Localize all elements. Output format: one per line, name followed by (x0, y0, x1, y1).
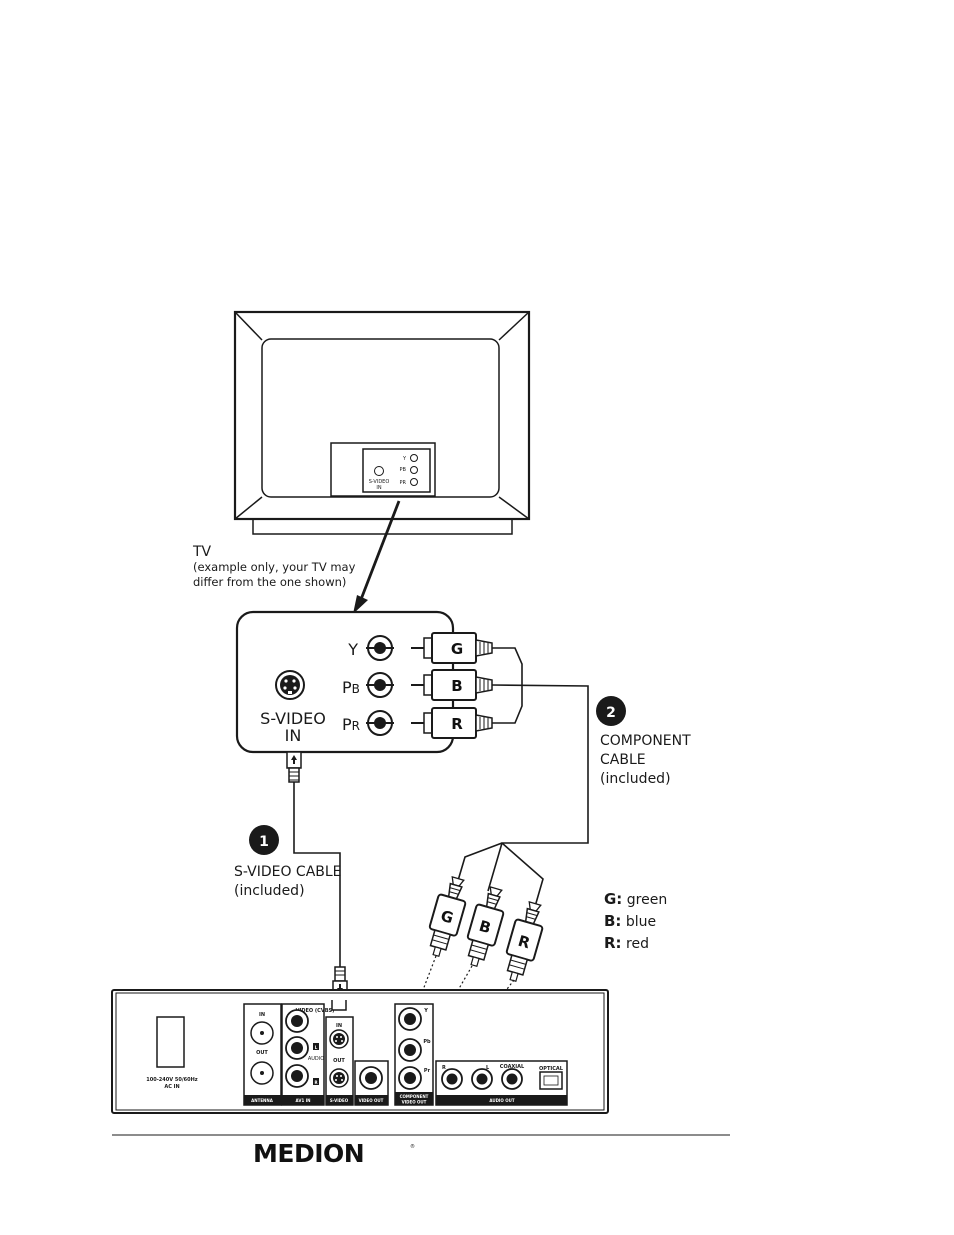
tv-pb-jack (366, 672, 394, 698)
step-1-number: 1 (259, 834, 269, 850)
tv-pb-label: PB (342, 678, 360, 697)
medion-logo: MEDION (253, 1139, 364, 1168)
component-pr-jack (398, 1066, 422, 1090)
antenna-out-label: OUT (256, 1050, 268, 1056)
component-pb-mark: Pb (423, 1039, 431, 1045)
tv-mini-svideo-jack (374, 466, 384, 476)
power-label: 100-240V 50/60Hz (146, 1077, 197, 1083)
component-cable (456, 647, 589, 911)
tv-mini-y-jack (410, 454, 418, 462)
step-2-label: COMPONENT (600, 733, 691, 749)
av1-audio-r-jack (285, 1064, 309, 1088)
component-y-mark: Y (423, 1008, 428, 1014)
plug-r-bottom-letter: R (516, 932, 532, 953)
av1-audio-label: AUDIO (308, 1056, 324, 1062)
tv-mini-svideo-label-2: IN (376, 485, 381, 491)
color-legend: G: green B: blue R: red (604, 890, 667, 952)
step-2-number: 2 (606, 705, 616, 721)
step-1-label: S-VIDEO CABLE (234, 864, 342, 880)
tv-note-line1: (example only, your TV may (193, 560, 356, 574)
audio-out-r-jack (441, 1068, 463, 1090)
component-y-jack (398, 1007, 422, 1031)
plug-b-bottom: B (466, 885, 505, 968)
device-svideo-in-jack (329, 1029, 349, 1049)
plug-g-top: G (411, 632, 493, 664)
step-1-badge (249, 825, 279, 855)
tv-connector-panel: S-VIDEO IN Y PB PR (235, 610, 455, 754)
plug-g-top-letter: G (451, 640, 463, 658)
zoom-arrow-head (353, 595, 368, 614)
av1-audio-l-jack (285, 1036, 309, 1060)
component-video-out-label-2: VIDEO OUT (402, 1100, 427, 1105)
tv-y-label: Y (347, 640, 358, 659)
tv-y-jack (366, 635, 394, 661)
optical-port (539, 1071, 563, 1090)
plug-b-top-letter: B (451, 677, 462, 695)
step-1-note: (included) (234, 883, 305, 899)
tv-pr-label: PR (342, 715, 360, 734)
av1-video-jack (285, 1009, 309, 1033)
step-2-label-2: CABLE (600, 752, 646, 768)
legend-red: R: red (604, 934, 649, 952)
coaxial-jack (501, 1068, 523, 1090)
plug-b-bottom-letter: B (477, 917, 493, 937)
audio-out-l-mark: L (486, 1065, 490, 1071)
tv-svideo-label-2: IN (285, 726, 302, 745)
svideo-out-label: OUT (333, 1058, 345, 1064)
audio-out-label: AUDIO OUT (489, 1098, 514, 1103)
legend-green: G: green (604, 890, 667, 908)
plug-r-top: R (411, 707, 493, 739)
tv-note-line2: differ from the one shown) (193, 575, 346, 589)
tv-mini-pr-label: PR (400, 480, 407, 486)
svideo-section-label: S-VIDEO (330, 1098, 349, 1103)
video-cvbs-label: VIDEO (CVBS) (296, 1008, 335, 1014)
component-pb-jack (398, 1038, 422, 1062)
tv-mini-pb-label: PB (400, 467, 407, 473)
tv-svideo-jack (275, 670, 305, 700)
antenna-label: ANTENNA (251, 1098, 274, 1103)
tv-mini-y-label: Y (402, 456, 407, 462)
antenna-in-label: IN (259, 1012, 265, 1018)
av1-r-mark: R (314, 1080, 317, 1085)
registered-mark: ® (410, 1143, 415, 1150)
tv-back-illustration: S-VIDEO IN Y PB PR (233, 310, 531, 614)
step-2-badge (596, 696, 626, 726)
video-out-label: VIDEO OUT (359, 1098, 384, 1103)
device-rear-panel: 100-240V 50/60Hz AC IN ANTENNA IN OUT AV… (111, 989, 609, 1114)
plug-g-bottom: G (428, 875, 467, 958)
component-video-out-label: COMPONENT (400, 1094, 429, 1099)
plug-r-top-letter: R (451, 715, 463, 733)
step-2-note: (included) (600, 771, 671, 787)
power-socket (156, 1016, 185, 1068)
tv-mini-pb-jack (410, 466, 418, 474)
device-svideo-out-jack (329, 1068, 349, 1088)
audio-out-r-mark: R (442, 1065, 446, 1071)
av1-in-label: AV1 IN (296, 1098, 311, 1103)
av1-l-mark: L (315, 1045, 318, 1050)
plug-g-bottom-letter: G (439, 907, 456, 928)
component-pr-mark: Pr (424, 1068, 431, 1074)
tv-pr-jack (366, 710, 394, 736)
legend-blue: B: blue (604, 912, 656, 930)
video-out-jack (359, 1066, 383, 1090)
power-label-2: AC IN (164, 1084, 179, 1090)
audio-out-l-jack (471, 1068, 493, 1090)
tv-mini-pr-jack (410, 478, 418, 486)
svideo-in-label: IN (336, 1023, 342, 1029)
plug-r-bottom: R (505, 900, 544, 983)
optical-label: OPTICAL (539, 1066, 564, 1072)
tv-svideo-label: S-VIDEO (260, 709, 326, 728)
plug-b-top: B (411, 669, 493, 701)
coaxial-label: COAXIAL (500, 1064, 525, 1070)
tv-mini-svideo-label: S-VIDEO (369, 479, 390, 485)
tv-label: TV (192, 544, 212, 560)
